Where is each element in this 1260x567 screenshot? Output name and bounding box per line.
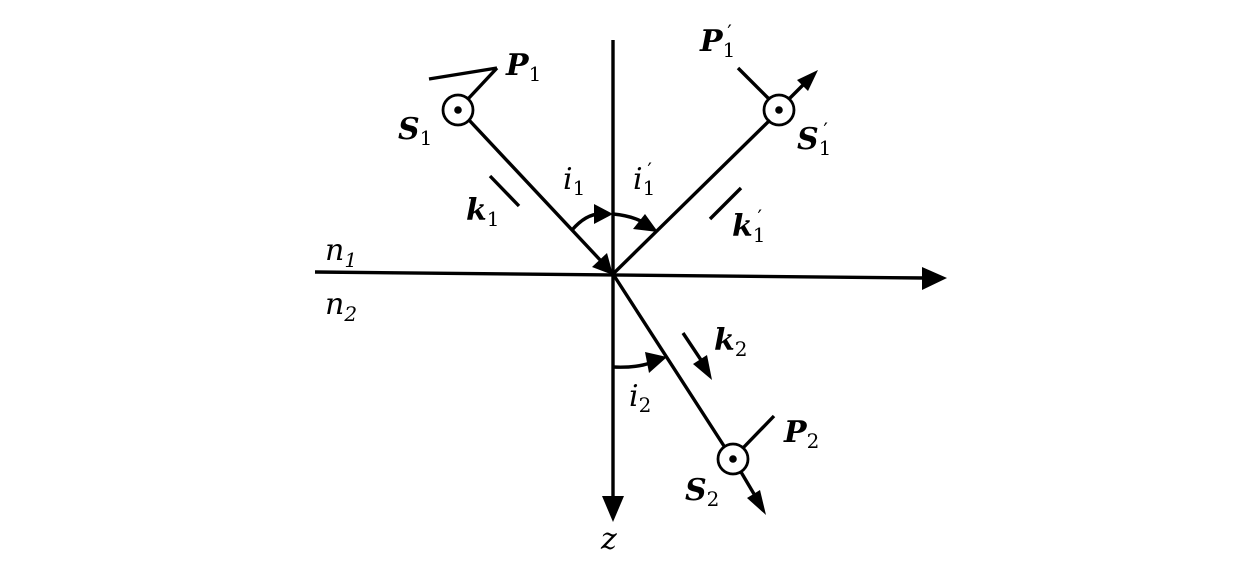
label-n2: n2 (325, 287, 357, 326)
label-i1p: i1′ (633, 158, 655, 200)
p1p-vector (787, 83, 805, 101)
label-S1p: S1′ (797, 118, 831, 160)
z-axis-arrowhead (602, 496, 624, 522)
p1-vector (428, 66, 498, 81)
angle-i2-arrowhead (645, 352, 667, 373)
s2-direction-line (739, 471, 756, 495)
label-S2: S2 (685, 473, 719, 511)
label-i2: i2 (629, 379, 651, 417)
label-k1p: k1′ (732, 205, 766, 247)
s2-dot (729, 455, 737, 463)
p1p-arrowhead (797, 70, 818, 91)
k1p-marker (708, 186, 743, 221)
label-P1p: P1′ (699, 20, 735, 62)
interface-axis (314, 270, 926, 280)
s1p-dot (775, 106, 783, 114)
label-k2: k2 (714, 323, 748, 361)
k2-marker (681, 332, 703, 361)
s1-circle (441, 93, 475, 127)
label-P1: P1 (505, 48, 541, 86)
angle-i1-arrowhead (594, 204, 613, 224)
label-z: z (600, 522, 617, 557)
s2-circle (716, 442, 750, 476)
reflected-ray (611, 118, 772, 276)
s1-dot (454, 106, 462, 114)
label-n1: n1 (325, 233, 357, 272)
incident-ray-arrowhead (592, 253, 613, 275)
p1-vector-stub (466, 66, 499, 101)
refracted-ray (611, 273, 726, 447)
label-k1: k1 (466, 193, 500, 231)
k2-arrowhead (693, 355, 712, 380)
p1p-line (736, 66, 771, 101)
label-S1: S1 (398, 112, 432, 150)
label-i1: i1 (563, 162, 585, 200)
interface-axis-arrowhead (922, 267, 947, 290)
label-P2: P2 (783, 415, 819, 453)
angle-i1p-arrowhead (633, 214, 658, 232)
k1-marker (488, 174, 521, 208)
p2-vector (741, 414, 776, 450)
angle-i2-arc (612, 361, 651, 369)
incident-ray (467, 118, 604, 264)
s1p-circle (762, 93, 796, 127)
s2-direction-arrowhead (747, 490, 766, 515)
